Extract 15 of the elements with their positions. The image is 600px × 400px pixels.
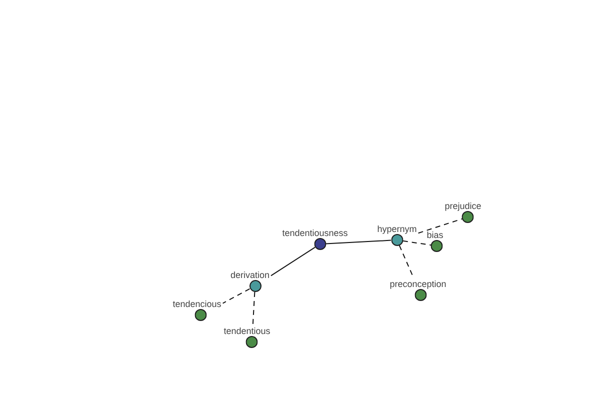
connector-line: [270, 246, 316, 276]
dashed-connector-line: [398, 245, 414, 278]
node-label: tendencious: [172, 299, 222, 309]
dashed-connector-line: [252, 292, 256, 325]
dashed-connector-line: [402, 240, 432, 246]
node-label: tendentious: [224, 326, 270, 336]
node-label: bias: [426, 230, 444, 240]
node-label: prejudice: [444, 201, 482, 211]
node-label: derivation: [230, 270, 270, 280]
node-label: hypernym: [377, 224, 417, 234]
node-label: tendentiousness: [282, 228, 348, 238]
node-label: preconception: [390, 279, 446, 289]
dashed-connector-line: [418, 218, 463, 234]
connector-line: [326, 240, 392, 244]
dashed-connector-line: [222, 288, 250, 304]
